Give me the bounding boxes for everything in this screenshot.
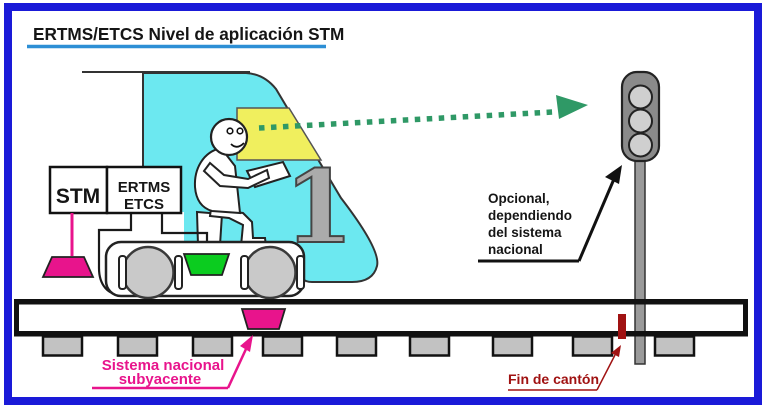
signal-light-top bbox=[628, 84, 653, 110]
driver-head bbox=[209, 117, 249, 157]
page-title: ERTMS/ETCS Nivel de aplicación STM bbox=[33, 24, 344, 44]
wheel-front bbox=[121, 245, 175, 300]
sleeper bbox=[571, 335, 614, 357]
signal-note-line4: nacional bbox=[488, 242, 543, 257]
rail-cap-right bbox=[743, 299, 748, 337]
block-note-arrowhead bbox=[611, 345, 621, 357]
sleeper bbox=[408, 335, 451, 357]
sleeper bbox=[335, 335, 378, 357]
block-note-label: Fin de cantón bbox=[508, 371, 599, 387]
signal-light-bottom bbox=[628, 132, 653, 158]
track-note-arrow-line bbox=[226, 348, 248, 389]
driver-eye-left bbox=[226, 127, 234, 135]
stm-box-label: STM bbox=[56, 185, 100, 208]
sight-line-arrowhead bbox=[556, 95, 588, 119]
track-note-arrowhead bbox=[240, 335, 253, 352]
rail-cap-left bbox=[14, 299, 19, 337]
block-note-arrow-line bbox=[596, 354, 616, 391]
track-note-line2: subyacente bbox=[119, 371, 202, 388]
signal-note-line1: Opcional, bbox=[488, 191, 550, 206]
signal-note-line2: dependiendo bbox=[488, 208, 572, 223]
rail-top bbox=[14, 299, 748, 305]
stm-box bbox=[48, 165, 109, 215]
wheel-bracket bbox=[174, 255, 183, 290]
signal-note-arrow-line bbox=[577, 178, 616, 262]
ertms-box-label-line1: ERTMS bbox=[118, 179, 171, 196]
sleeper bbox=[261, 335, 304, 357]
sleeper bbox=[191, 335, 234, 357]
signal-light-middle bbox=[628, 108, 653, 134]
sight-line-dotted bbox=[258, 109, 554, 131]
stm-antenna bbox=[41, 256, 95, 278]
driver-eye-right bbox=[236, 127, 244, 135]
sleepers bbox=[41, 335, 696, 357]
outer-frame bbox=[4, 3, 762, 405]
wheel-rear bbox=[243, 245, 297, 300]
wheel-bracket bbox=[118, 255, 127, 290]
track-balise bbox=[240, 308, 287, 330]
track-note-line1: Sistema nacional bbox=[102, 357, 225, 374]
rail-bottom bbox=[14, 331, 748, 337]
signal-note-arrowhead bbox=[605, 165, 622, 184]
wheel-bracket bbox=[240, 255, 249, 290]
sleeper bbox=[116, 335, 159, 357]
ertms-etcs-box bbox=[105, 165, 183, 215]
wheel-bracket bbox=[296, 255, 305, 290]
train-number: 1 bbox=[284, 148, 354, 266]
ertms-box-label-line2: ETCS bbox=[124, 196, 164, 213]
sleeper bbox=[41, 335, 84, 357]
etcs-balise-antenna bbox=[182, 253, 231, 276]
sleeper bbox=[653, 335, 696, 357]
signal-note-line3: del sistema bbox=[488, 225, 562, 240]
block-marker bbox=[618, 314, 626, 339]
driver-arm bbox=[202, 161, 271, 190]
sleeper bbox=[491, 335, 534, 357]
driver-smile bbox=[230, 142, 245, 148]
